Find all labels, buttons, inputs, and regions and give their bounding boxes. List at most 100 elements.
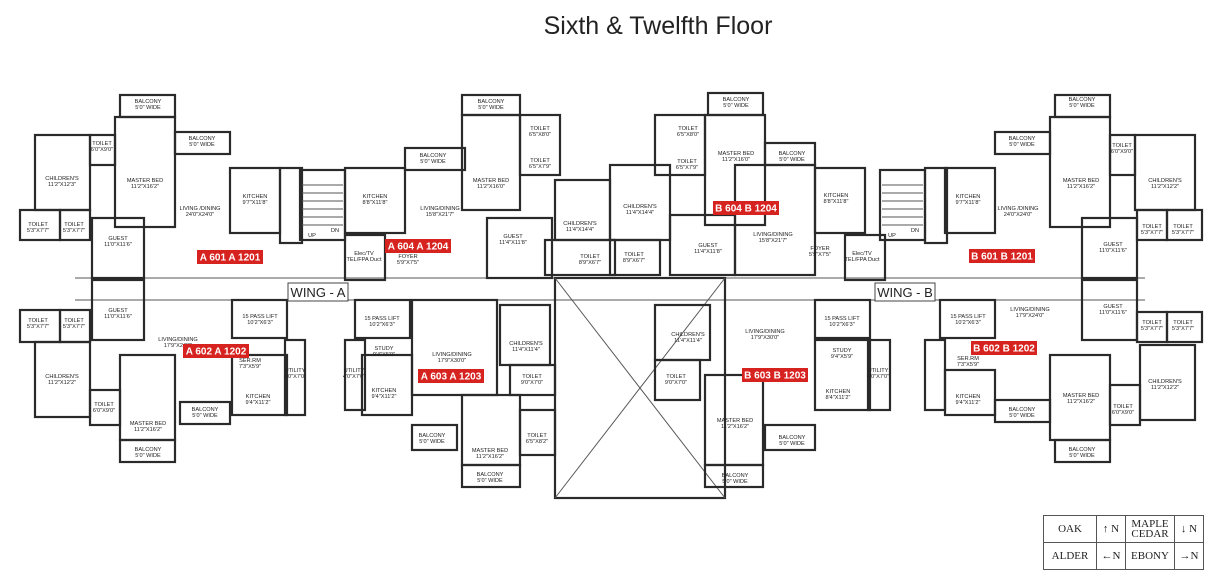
room-name: LIVING/DINING xyxy=(432,352,471,358)
room-name: GUEST xyxy=(503,234,523,240)
room-name: 15 PASS LIFT xyxy=(364,316,400,322)
room-size: 7'3"X5'9" xyxy=(239,364,261,370)
room-name: GUEST xyxy=(1103,242,1123,248)
room-size: 4'0"X7'0" xyxy=(343,374,365,380)
room-name: MASTER BED xyxy=(127,178,163,184)
room-name: STUDY xyxy=(375,346,394,352)
room-name: STUDY xyxy=(833,348,852,354)
room-name: TOILET xyxy=(64,318,84,324)
room-name: TOILET xyxy=(1142,224,1162,230)
room-size: 10'2"X6'3" xyxy=(247,320,272,326)
room-name: BALCONY xyxy=(722,473,749,479)
room-size: 5'0" WIDE xyxy=(420,159,446,165)
room-size: 11'2"X16'2" xyxy=(1067,399,1095,405)
room-size: 11'0"X11'6" xyxy=(1099,248,1127,254)
room-name: KITCHEN xyxy=(956,194,981,200)
room-size: 5'0" WIDE xyxy=(1069,103,1095,109)
stair-treads xyxy=(302,184,343,226)
room-name: LIVING/DINING xyxy=(420,206,459,212)
unit-tag-text: B 604 B 1204 xyxy=(715,204,777,215)
room-name: LIVING/DINING xyxy=(753,232,792,238)
room-name: BALCONY xyxy=(478,99,505,105)
room-size: 9'4"X5'9" xyxy=(373,352,395,358)
room-size: 8'8"X11'8" xyxy=(363,200,388,206)
room-name: BALCONY xyxy=(477,472,504,478)
room-name: UTILITY xyxy=(868,368,889,374)
room-name: KITCHEN xyxy=(363,194,388,200)
unit-tag: B 603 B 1203 xyxy=(742,368,808,382)
room-name: LIVING/DINING xyxy=(745,329,784,335)
room-size: 15'8"X21'7" xyxy=(426,212,455,218)
unit-tag: B 601 B 1201 xyxy=(969,249,1035,263)
room-size: 7'3"X5'9" xyxy=(957,362,979,368)
stair-labels: UP DN UP DN xyxy=(308,228,919,239)
stair-down-label: DN xyxy=(331,228,339,234)
room-name: LIVING/DINING xyxy=(158,337,197,343)
room-size: 6'5"X8'2" xyxy=(526,439,548,445)
room-size: TEL/FPA Duct xyxy=(844,257,879,263)
room-size: 17'9"X30'0" xyxy=(438,358,467,364)
room-name: TOILET xyxy=(94,402,114,408)
unit-tag-text: A 604 A 1204 xyxy=(388,242,449,253)
room-name: UTILITY xyxy=(285,368,306,374)
room-name: 15 PASS LIFT xyxy=(950,314,986,320)
room-name: KITCHEN xyxy=(956,394,981,400)
room-name: BALCONY xyxy=(1069,447,1096,453)
room-name: KITCHEN xyxy=(824,193,849,199)
room-name: MASTER BED xyxy=(718,151,754,157)
room-size: 5'3"X7'7" xyxy=(1172,230,1194,236)
room-name: CHILDREN'S xyxy=(623,204,657,210)
arrow-right-icon: → xyxy=(1179,550,1191,562)
north-label: N xyxy=(1189,523,1198,535)
room-name: CHILDREN'S xyxy=(509,341,543,347)
unit-tag-background xyxy=(971,341,1037,355)
room-size: 11'2"X16'2" xyxy=(131,184,159,190)
room-name: LIVING /DINING xyxy=(179,206,220,212)
room-name: UTILITY xyxy=(344,368,365,374)
unit-tag: A 601 A 1201 xyxy=(197,250,263,264)
room-name: 15 PASS LIFT xyxy=(824,316,860,322)
room-name: BALCONY xyxy=(135,447,162,453)
room-name: KITCHEN xyxy=(372,388,397,394)
room-size: 6'0"X9'0" xyxy=(93,408,115,414)
room-size: 5'0" WIDE xyxy=(477,478,503,484)
legend-arrow: ↓ N xyxy=(1174,515,1204,543)
arrow-up-icon: ↑ xyxy=(1102,523,1109,535)
unit-tag-background xyxy=(385,239,451,253)
unit-tag-text: B 602 B 1202 xyxy=(973,344,1035,355)
room-size: 11'2"X16'0" xyxy=(477,184,505,190)
